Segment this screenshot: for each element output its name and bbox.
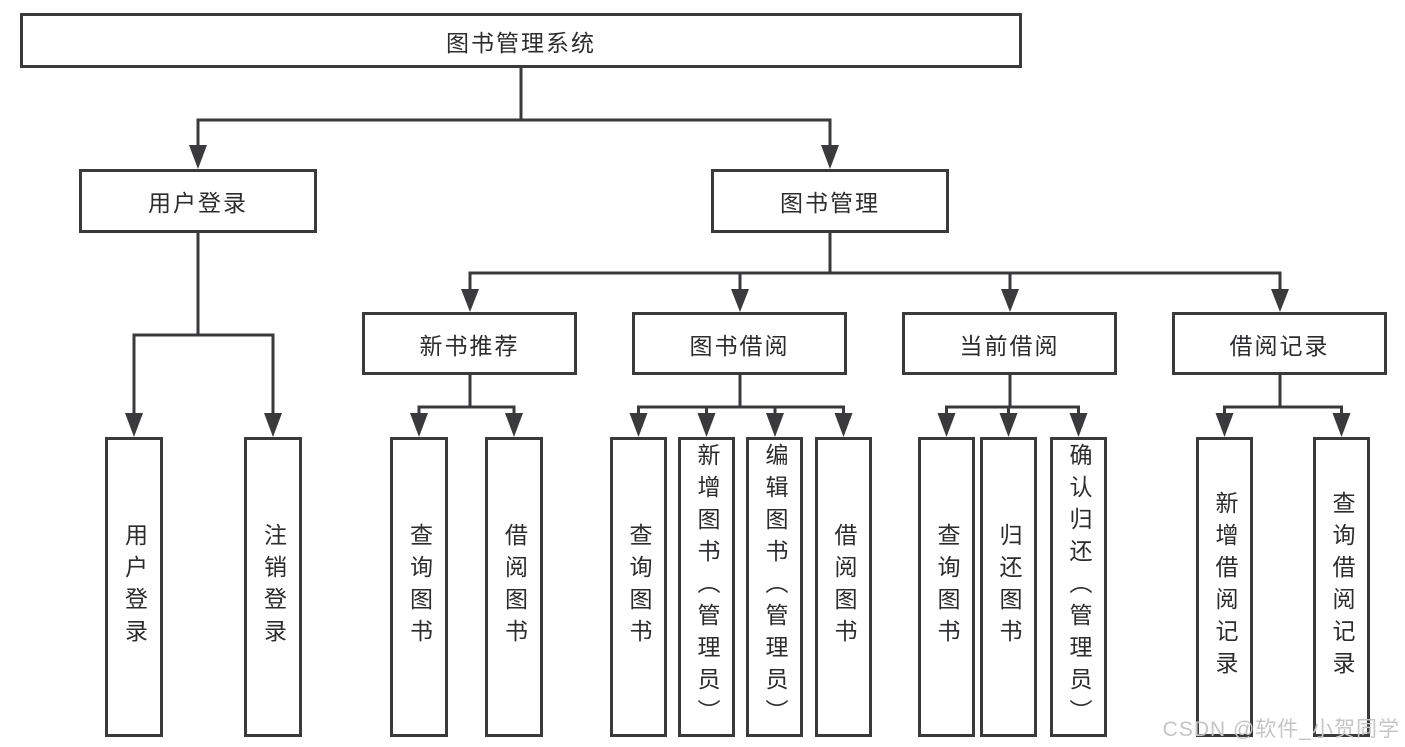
node-user-login-label: 用户登录 — [148, 190, 248, 216]
leaf-borrow-add-books-admin: 新增图书（管理员） — [678, 437, 735, 737]
leaf-user-login: 用户登录 — [105, 437, 163, 737]
leaf-borrow-edit-books-admin: 编辑图书（管理员） — [746, 437, 803, 737]
leaf-borrow-query-books: 查询图书 — [610, 437, 667, 737]
leaf-recommend-borrow-books: 借阅图书 — [485, 437, 543, 737]
node-user-login: 用户登录 — [79, 169, 317, 233]
leaf-borrow-edit-books-admin-label: 编辑图书（管理员） — [762, 443, 788, 731]
node-current-borrowing: 当前借阅 — [902, 312, 1117, 375]
connector-new-book-recommendation-children — [410, 375, 523, 437]
leaf-current-return-books: 归还图书 — [980, 437, 1037, 737]
node-current-borrowing-label: 当前借阅 — [959, 332, 1060, 359]
leaf-logout: 注销登录 — [244, 437, 302, 737]
node-book-management: 图书管理 — [711, 169, 949, 233]
node-book-borrowing-label: 图书借阅 — [689, 332, 790, 359]
connector-book-borrowing-children — [629, 375, 853, 437]
leaf-recommend-borrow-books-label: 借阅图书 — [501, 523, 528, 651]
leaf-borrow-query-books-label: 查询图书 — [626, 523, 652, 651]
leaf-records-query-record: 查询借阅记录 — [1313, 437, 1370, 737]
leaf-borrow-add-books-admin-label: 新增图书（管理员） — [694, 443, 720, 731]
connector-root-to-level2 — [189, 68, 839, 169]
connector-book-management-children — [461, 233, 1289, 312]
leaf-current-query-books-label: 查询图书 — [934, 523, 960, 651]
leaf-current-confirm-return-admin: 确认归还（管理员） — [1050, 437, 1107, 737]
node-system-root-label: 图书管理系统 — [446, 29, 596, 56]
leaf-records-add-record: 新增借阅记录 — [1196, 437, 1253, 737]
connector-user-login-children — [125, 233, 282, 437]
watermark: CSDN @软件_小贺同学 — [1162, 718, 1400, 741]
leaf-borrow-borrow-books: 借阅图书 — [815, 437, 872, 737]
node-system-root: 图书管理系统 — [20, 13, 1022, 68]
connector-borrowing-records-children — [1215, 375, 1351, 437]
leaf-current-query-books: 查询图书 — [918, 437, 975, 737]
node-book-management-label: 图书管理 — [780, 190, 880, 216]
leaf-current-return-books-label: 归还图书 — [996, 523, 1022, 651]
node-borrowing-records: 借阅记录 — [1172, 312, 1387, 375]
node-book-borrowing: 图书借阅 — [632, 312, 847, 375]
connector-current-borrowing-children — [937, 375, 1088, 437]
leaf-current-confirm-return-admin-label: 确认归还（管理员） — [1066, 443, 1092, 731]
leaf-recommend-query-books-label: 查询图书 — [406, 523, 433, 651]
node-new-book-recommendation: 新书推荐 — [362, 312, 577, 375]
leaf-user-login-label: 用户登录 — [121, 523, 148, 651]
leaf-recommend-query-books: 查询图书 — [390, 437, 448, 737]
node-borrowing-records-label: 借阅记录 — [1229, 332, 1330, 359]
node-new-book-recommendation-label: 新书推荐 — [419, 332, 520, 359]
leaf-records-query-record-label: 查询借阅记录 — [1329, 491, 1355, 683]
leaf-borrow-borrow-books-label: 借阅图书 — [831, 523, 857, 651]
leaf-records-add-record-label: 新增借阅记录 — [1212, 491, 1238, 683]
leaf-logout-label: 注销登录 — [260, 523, 287, 651]
